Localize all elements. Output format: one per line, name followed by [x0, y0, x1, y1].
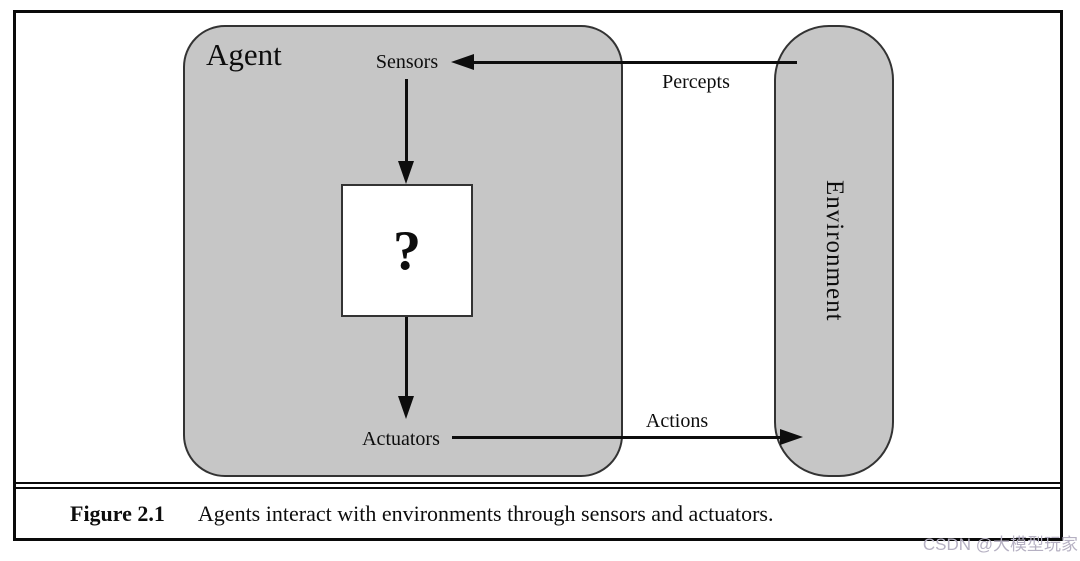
percepts-arrow-line — [470, 61, 797, 64]
sensors-label: Sensors — [375, 51, 439, 73]
agent-label: Agent — [206, 37, 282, 72]
program-to-actuators-arrow-line — [405, 317, 408, 397]
environment-label: Environment — [821, 180, 848, 322]
caption-separator-top — [16, 482, 1060, 484]
environment-box — [774, 25, 894, 477]
sensors-to-program-arrow-line — [405, 79, 408, 163]
arrowhead-left-icon — [451, 54, 474, 70]
watermark: CSDN @大模型玩家 — [922, 535, 1078, 554]
actuators-label: Actuators — [362, 428, 440, 450]
arrowhead-right-icon — [780, 429, 803, 445]
figure-caption: Figure 2.1 Agents interact with environm… — [70, 501, 773, 527]
caption-separator-bottom — [16, 487, 1060, 489]
figure-caption-text: Agents interact with environments throug… — [197, 501, 774, 526]
arrowhead-down-icon — [398, 396, 414, 419]
actions-label: Actions — [645, 410, 709, 432]
question-mark: ? — [393, 219, 421, 282]
environment-label-wrap: Environment — [774, 25, 894, 477]
arrowhead-down-icon — [398, 161, 414, 184]
percepts-label: Percepts — [662, 71, 730, 93]
agent-program-box: ? — [341, 184, 473, 317]
figure-number: Figure 2.1 — [70, 501, 165, 526]
actions-arrow-line — [452, 436, 781, 439]
